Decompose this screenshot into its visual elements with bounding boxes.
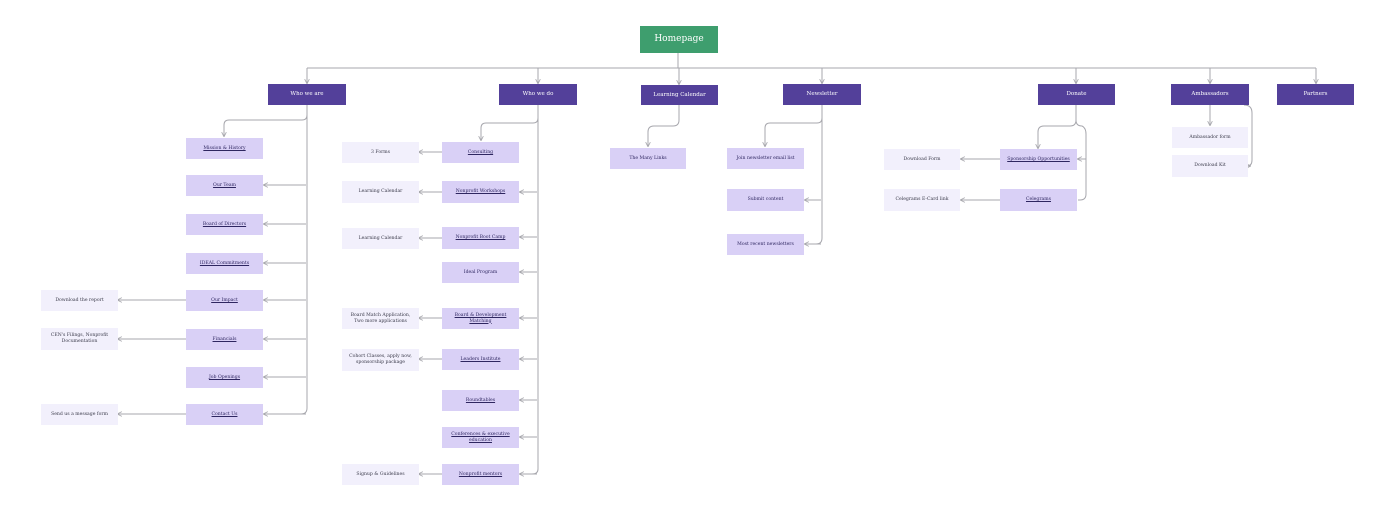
- ext-download-form[interactable]: Download Form: [884, 149, 960, 170]
- section-learning-calendar[interactable]: Learning Calendar: [641, 85, 718, 105]
- section-donate[interactable]: Donate: [1038, 84, 1115, 105]
- page-board-of-directors[interactable]: Board of Directors: [186, 214, 263, 235]
- page-nonprofit-mentors[interactable]: Nonprofit mentors: [442, 464, 519, 485]
- section-newsletter[interactable]: Newsletter: [783, 84, 861, 105]
- page-join-newsletter[interactable]: Join newsletter email list: [727, 148, 804, 169]
- section-who-we-do[interactable]: Who we do: [499, 84, 577, 105]
- page-sponsorship-opportunities[interactable]: Sponsorship Opportunities: [1000, 149, 1077, 170]
- ext-cohort-classes[interactable]: Cohort Classes, apply now, sponsorship p…: [342, 349, 419, 371]
- ext-signup-guidelines[interactable]: Signup & Guidelines: [342, 464, 419, 485]
- page-submit-content[interactable]: Submit content: [727, 189, 804, 211]
- page-ideal-program[interactable]: Ideal Program: [442, 262, 519, 283]
- page-conferences[interactable]: Conferences & executive education: [442, 427, 519, 448]
- ext-download-report[interactable]: Download the report: [41, 290, 118, 311]
- section-who-we-are[interactable]: Who we are: [268, 84, 346, 105]
- page-contact-us[interactable]: Contact Us: [186, 404, 263, 425]
- ext-board-match-application[interactable]: Board Match Application, Two more applic…: [342, 308, 419, 329]
- ext-learning-calendar-2[interactable]: Learning Calendar: [342, 228, 419, 249]
- page-celegrams[interactable]: Celegrams: [1000, 189, 1077, 211]
- page-recent-newsletters[interactable]: Most recent newsletters: [727, 234, 804, 255]
- ext-three-forms[interactable]: 3 Forms: [342, 142, 419, 163]
- homepage-node[interactable]: Homepage: [640, 26, 718, 53]
- page-ideal-commitments[interactable]: IDEAL Commitments: [186, 253, 263, 274]
- page-nonprofit-boot-camp[interactable]: Nonprofit Boot Camp: [442, 227, 519, 249]
- page-roundtables[interactable]: Roundtables: [442, 390, 519, 411]
- page-ambassador-form[interactable]: Ambassador form: [1172, 127, 1248, 148]
- section-ambassadors[interactable]: Ambassadors: [1171, 84, 1249, 105]
- page-mission-history[interactable]: Mission & History: [186, 138, 263, 159]
- page-our-team[interactable]: Our Team: [186, 175, 263, 196]
- page-download-kit[interactable]: Download Kit: [1172, 155, 1248, 177]
- page-nonprofit-workshops[interactable]: Nonprofit Workshops: [442, 181, 519, 203]
- page-consulting[interactable]: Consulting: [442, 142, 519, 163]
- page-leaders-institute[interactable]: Leaders Institute: [442, 349, 519, 370]
- page-financials[interactable]: Financials: [186, 329, 263, 350]
- ext-message-form[interactable]: Send us a message form: [41, 404, 118, 425]
- ext-learning-calendar-1[interactable]: Learning Calendar: [342, 181, 419, 203]
- page-board-development-matching[interactable]: Board & Development Matching: [442, 308, 519, 329]
- ext-cen-filings[interactable]: CEN's Filings, Nonprofit Documentation: [41, 328, 118, 350]
- section-partners[interactable]: Partners: [1277, 84, 1354, 105]
- ext-celegrams-ecard[interactable]: Celegrams E-Card link: [884, 189, 960, 211]
- page-many-links[interactable]: The Many Links: [610, 148, 686, 169]
- page-our-impact[interactable]: Our Impact: [186, 290, 263, 311]
- page-job-openings[interactable]: Job Openings: [186, 367, 263, 388]
